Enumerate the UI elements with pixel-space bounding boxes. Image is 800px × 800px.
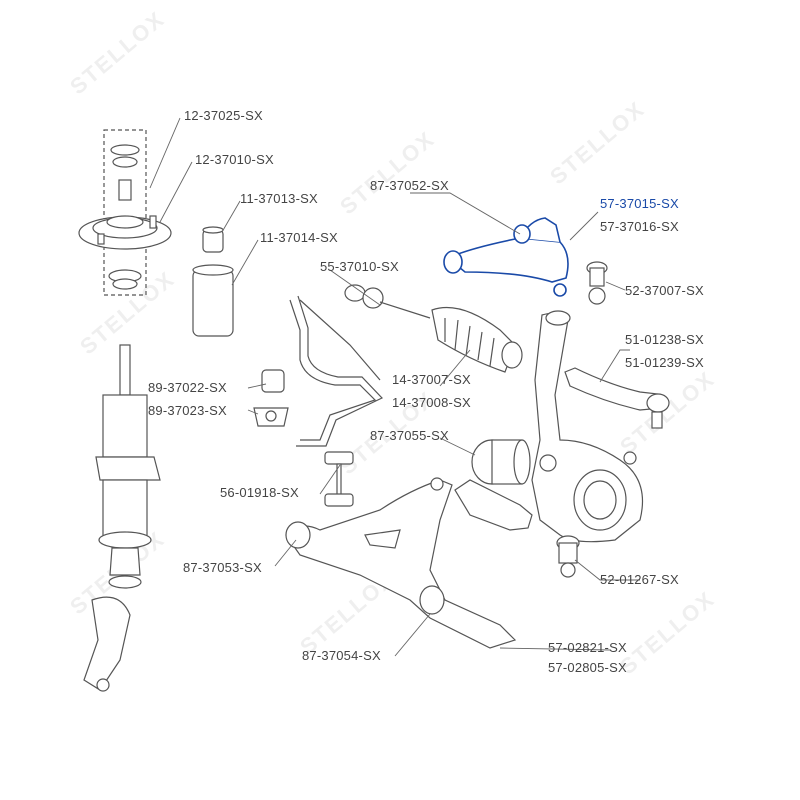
lower-ball-joint [556, 535, 580, 578]
steering-boot [431, 306, 523, 373]
lower-control-arm [285, 477, 517, 649]
tie-rod-end [564, 367, 670, 429]
part-label: 51-01239-SX [625, 355, 704, 370]
strut-mount-group-box [103, 129, 147, 296]
compliance-bushing [454, 439, 533, 531]
bump-stop [192, 226, 234, 337]
part-label: 51-01238-SX [625, 332, 704, 347]
strut-top-mount [78, 144, 172, 290]
part-label: 14-37008-SX [392, 395, 471, 410]
part-label: 52-01267-SX [600, 572, 679, 587]
part-label: 87-37052-SX [370, 178, 449, 193]
part-label: 52-37007-SX [625, 283, 704, 298]
part-label: 12-37010-SX [195, 152, 274, 167]
part-label: 11-37013-SX [240, 191, 318, 206]
upper-ball-joint [586, 261, 608, 305]
part-label: 57-02821-SX [548, 640, 627, 655]
part-label: 56-01918-SX [220, 485, 299, 500]
part-label: 14-37007-SX [392, 372, 471, 387]
part-label: 57-02805-SX [548, 660, 627, 675]
part-label: 57-37016-SX [600, 219, 679, 234]
part-label: 87-37055-SX [370, 428, 449, 443]
part-label: 55-37010-SX [320, 259, 399, 274]
shock-absorber [83, 344, 161, 692]
stabilizer-bar [289, 295, 384, 447]
part-label: 11-37014-SX [260, 230, 338, 245]
part-label-highlighted: 57-37015-SX [600, 196, 679, 211]
upper-control-arm [443, 217, 569, 297]
part-label: 87-37053-SX [183, 560, 262, 575]
part-label: 87-37054-SX [302, 648, 381, 663]
stabilizer-bushings [253, 369, 289, 427]
part-label: 89-37022-SX [148, 380, 227, 395]
part-label: 89-37023-SX [148, 403, 227, 418]
stabilizer-link [324, 451, 354, 507]
part-label: 12-37025-SX [184, 108, 263, 123]
inner-tie-rod [344, 284, 431, 319]
leader-lines [149, 117, 640, 657]
